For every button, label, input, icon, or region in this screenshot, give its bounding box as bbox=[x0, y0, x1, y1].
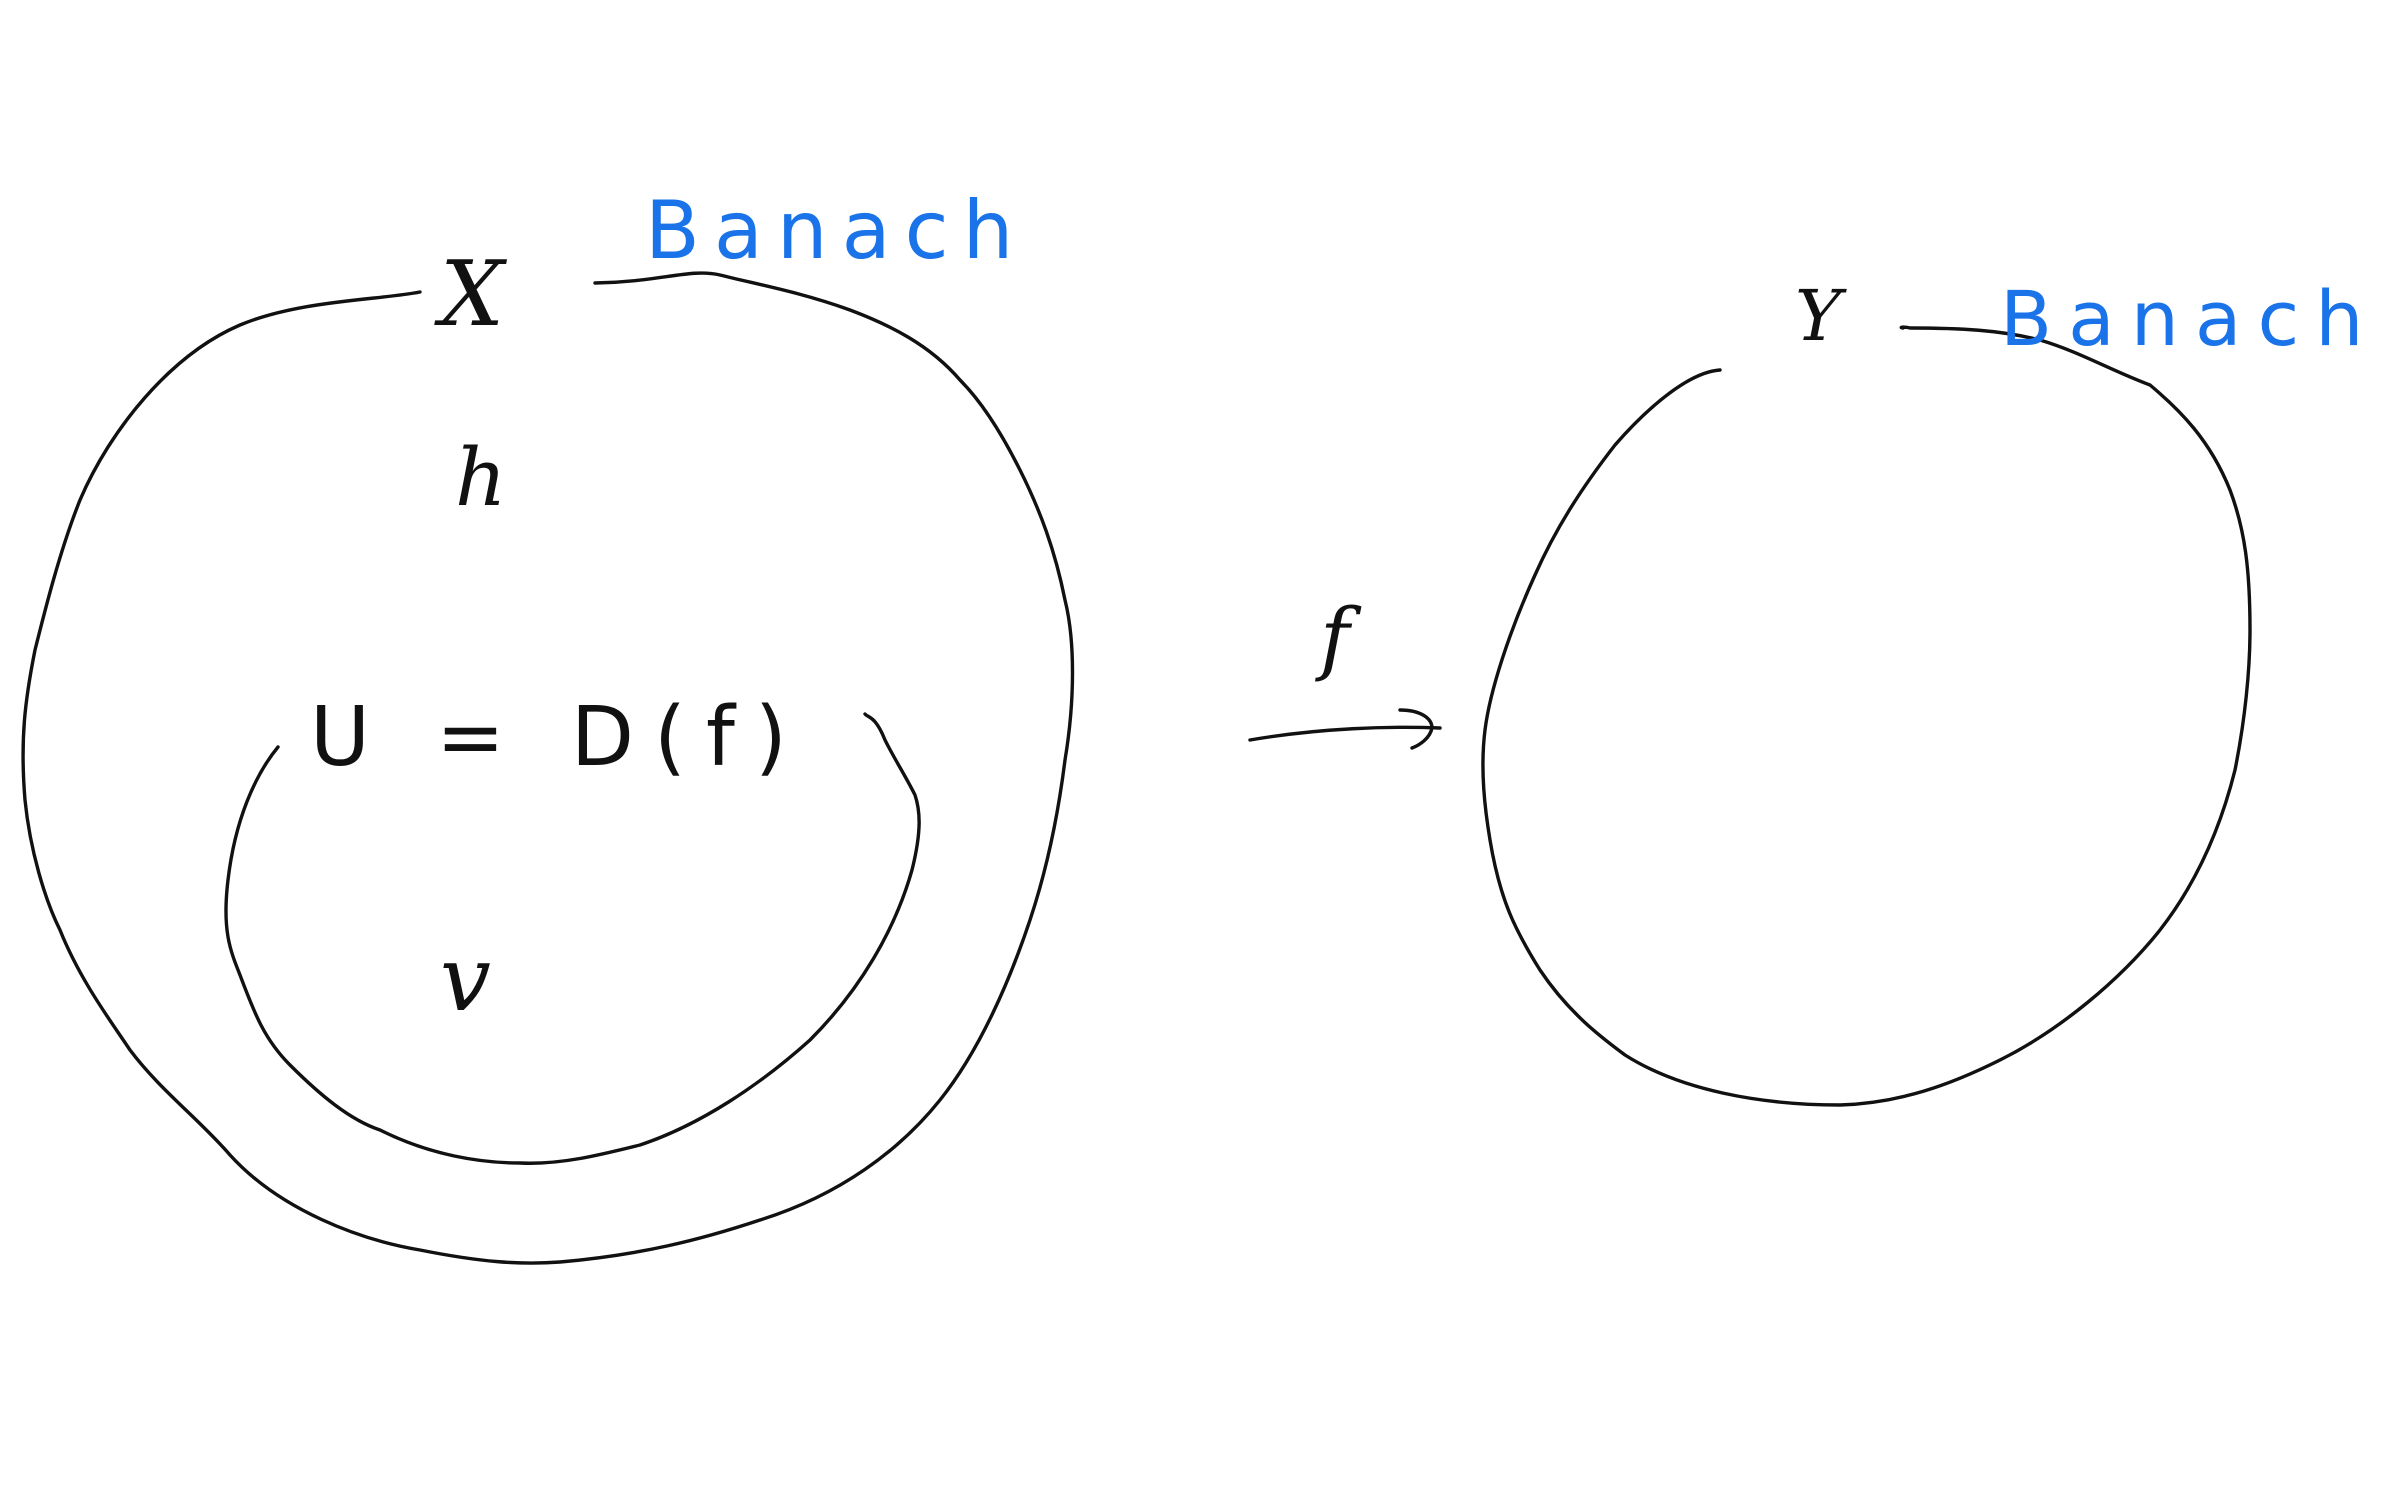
space-x-boundary bbox=[21, 271, 1075, 1265]
map-label: f bbox=[1315, 591, 1362, 684]
subset-label: U = D(f) bbox=[310, 690, 807, 785]
space-y-label: Y bbox=[1795, 275, 1847, 357]
map-arrow-shaft bbox=[1248, 725, 1442, 742]
space-x-label: X bbox=[434, 242, 508, 347]
subset-u-boundary bbox=[224, 712, 921, 1165]
map-arrow-head bbox=[1398, 708, 1434, 750]
space-y-boundary bbox=[1481, 325, 2252, 1107]
x-element-label: h bbox=[455, 431, 507, 524]
subset-element-label: v bbox=[440, 927, 491, 1032]
space-y-note: Banach bbox=[2000, 274, 2379, 363]
space-x-note: Banach bbox=[645, 184, 1027, 277]
